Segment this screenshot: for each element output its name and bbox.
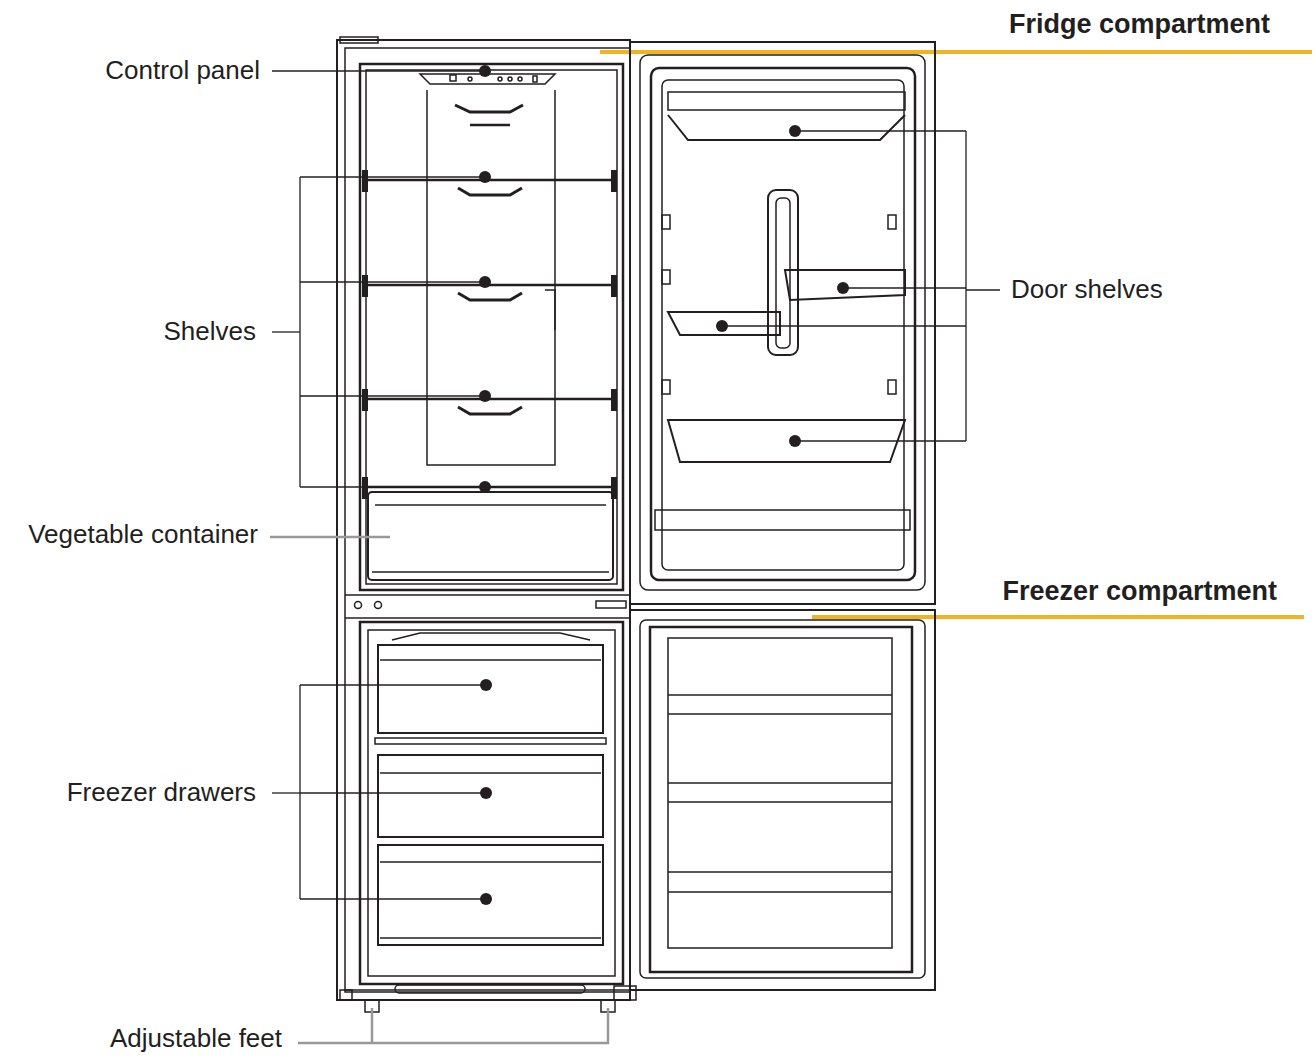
part-label: Adjustable feet bbox=[110, 1024, 282, 1054]
header-rule bbox=[600, 50, 1312, 54]
back-panel bbox=[427, 90, 555, 465]
shelf bbox=[366, 180, 617, 487]
freezer-door bbox=[630, 610, 935, 990]
part-label: Shelves bbox=[164, 317, 257, 347]
part-label: Control panel bbox=[105, 56, 260, 86]
part-label: Door shelves bbox=[1011, 275, 1163, 305]
fridge-door bbox=[630, 42, 935, 604]
leader-line bbox=[270, 537, 608, 1043]
freezer-drawer bbox=[375, 633, 606, 945]
section-heading: Freezer compartment bbox=[1002, 576, 1277, 607]
part-label: Vegetable container bbox=[28, 520, 258, 550]
shelf-support bbox=[362, 170, 617, 499]
leader-dot bbox=[479, 65, 849, 905]
part-label: Freezer drawers bbox=[67, 778, 256, 808]
leader-line bbox=[272, 71, 1000, 899]
vegetable-container bbox=[368, 492, 613, 580]
cabinet bbox=[337, 37, 636, 1012]
section-heading: Fridge compartment bbox=[1009, 9, 1270, 40]
header-rule bbox=[812, 615, 1304, 619]
